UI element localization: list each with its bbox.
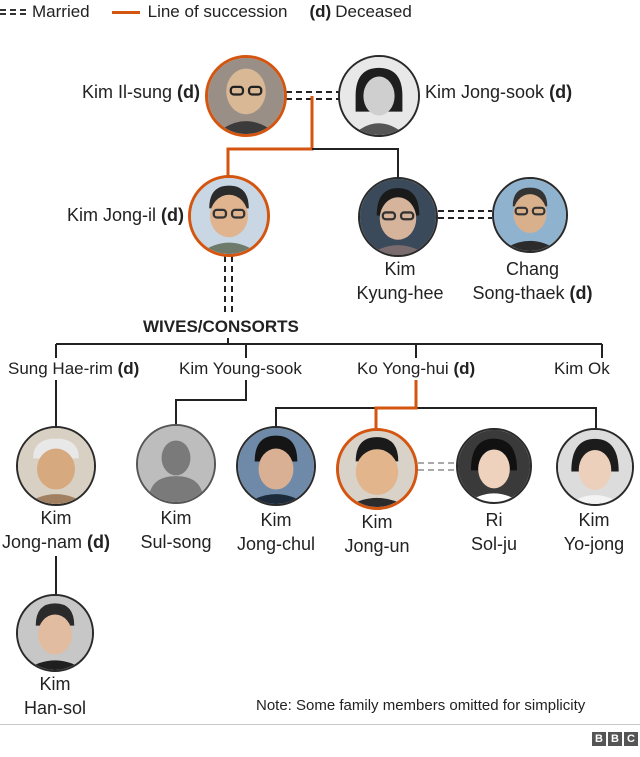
kim-jong-sook-portrait-icon: [338, 55, 420, 137]
wife-ko-yong-hui: Ko Yong-hui (d): [355, 359, 478, 379]
footer-divider: [0, 724, 640, 725]
kim-sul-song-placeholder-avatar-icon: [136, 424, 216, 504]
married-line-jong-un-ri-sol-ju: [418, 462, 458, 471]
name-kim-kyung-hee: Kim Kyung-hee: [356, 259, 444, 303]
kim-jong-il-portrait-icon: [188, 175, 270, 257]
kim-jong-un-portrait-icon: [336, 428, 418, 510]
name-kim-yo-jong: Kim Yo-jong: [563, 510, 625, 554]
wife-kim-ok: Kim Ok: [552, 359, 612, 379]
wives-consorts-title: WIVES/CONSORTS: [143, 317, 299, 336]
name-kim-han-sol: Kim Han-sol: [23, 674, 87, 718]
kim-il-sung-portrait-icon: [205, 55, 287, 137]
chang-song-thaek-portrait-icon: [492, 177, 568, 253]
married-line-jong-il-wives: [224, 256, 233, 316]
married-line-kyung-hee-chang: [438, 210, 492, 219]
children-bar-ko-yong-hui: [275, 407, 597, 428]
name-kim-jong-il: Kim Jong-il (d): [66, 205, 184, 225]
kim-jong-chul-portrait-icon: [236, 426, 316, 506]
married-line-il-sung-jong-sook: [286, 91, 340, 100]
wives-bar: [55, 338, 603, 358]
succession-line-il-sung-jong-il: [226, 96, 314, 176]
legend-married: Married: [0, 2, 90, 22]
bbc-logo: B B C: [590, 732, 638, 746]
succession-line-icon: [111, 10, 140, 14]
legend-succession: Line of succession: [111, 2, 288, 22]
kim-kyung-hee-portrait-icon: [358, 177, 438, 257]
legend-deceased: (d) Deceased: [309, 2, 412, 21]
name-kim-sul-song: Kim Sul-song: [140, 508, 212, 552]
legend: Married Line of succession (d) Deceased: [0, 2, 434, 22]
wife-sung-hae-rim: Sung Hae-rim (d): [6, 359, 142, 379]
ri-sol-ju-portrait-icon: [456, 428, 532, 504]
name-kim-jong-nam: Kim Jong-nam (d): [1, 508, 111, 552]
child-line-kyung-hee: [312, 148, 399, 177]
footnote: Note: Some family members omitted for si…: [256, 697, 586, 714]
name-chang-song-thaek: Chang Song-thaek (d): [472, 259, 593, 303]
kim-jong-nam-portrait-icon: [16, 426, 96, 506]
child-line-sul-song: [175, 380, 247, 424]
succession-line-jong-un: [374, 380, 418, 428]
kim-han-sol-portrait-icon: [16, 594, 94, 672]
kim-yo-jong-portrait-icon: [556, 428, 634, 506]
wife-kim-young-sook: Kim Young-sook: [177, 359, 304, 379]
name-ri-sol-ju: Ri Sol-ju: [470, 510, 518, 554]
name-kim-il-sung: Kim Il-sung (d): [81, 82, 200, 102]
married-dashed-line-icon: [0, 9, 26, 15]
name-kim-jong-chul: Kim Jong-chul: [236, 510, 316, 554]
name-kim-jong-sook: Kim Jong-sook (d): [425, 82, 573, 102]
name-kim-jong-un: Kim Jong-un: [344, 512, 410, 556]
